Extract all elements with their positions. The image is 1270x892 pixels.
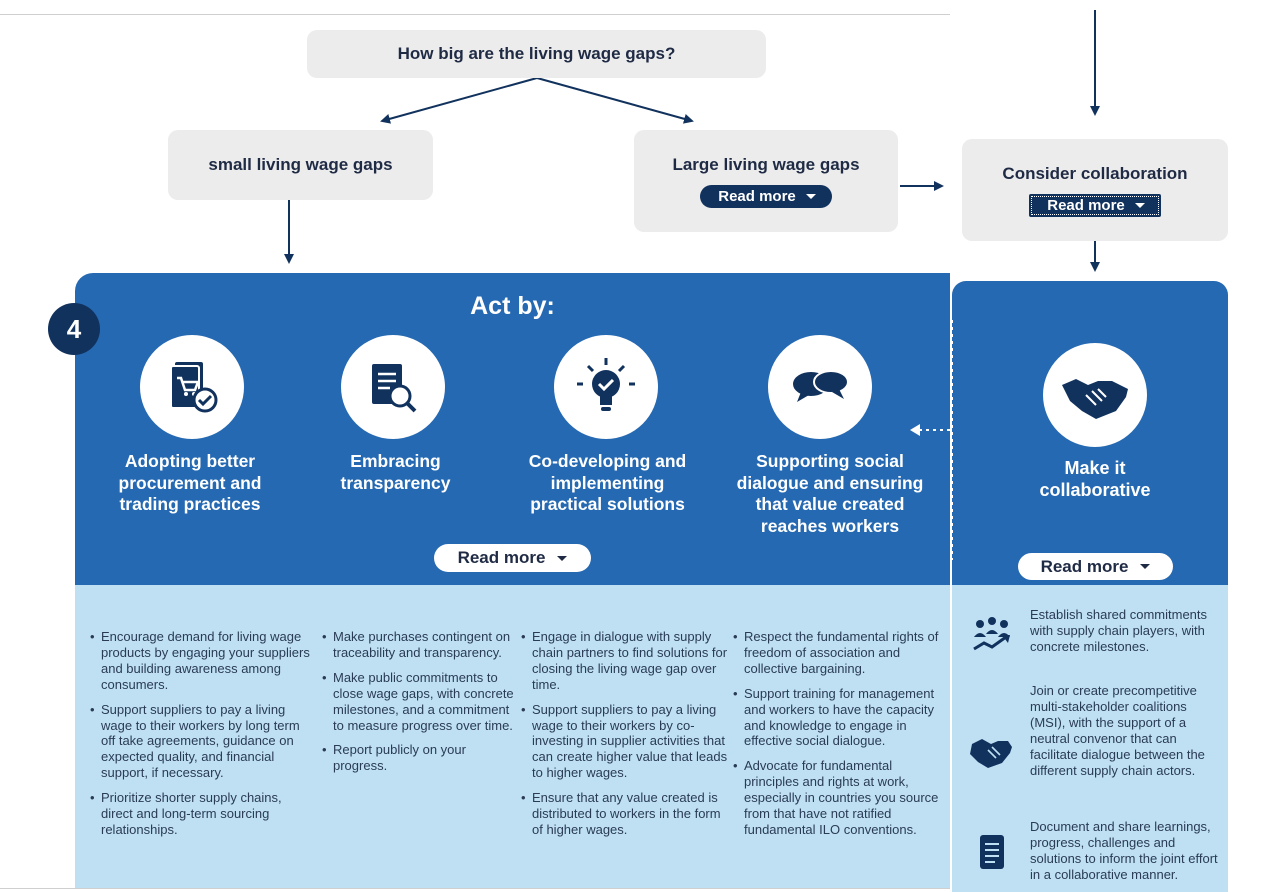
dialogue-actions-list: Respect the fundamental rights of freedo…	[732, 629, 949, 847]
list-item: Support suppliers to pay a living wage t…	[90, 702, 316, 782]
handshake-icon	[1062, 379, 1128, 419]
collaborative-icon-circle	[1043, 343, 1147, 447]
lightbulb-check-icon	[577, 358, 635, 411]
shopping-cart-document-icon	[170, 362, 218, 413]
large-gaps-label: Large living wage gaps	[672, 154, 860, 174]
speech-bubbles-icon	[793, 370, 849, 402]
read-more-label: Read more	[1040, 556, 1129, 576]
collab-link-arrow	[910, 320, 953, 560]
bottom-divider	[0, 888, 950, 889]
arrow-to-large	[536, 77, 694, 124]
col-solutions-title: Co-developing and implementing practical…	[528, 451, 687, 514]
collaboration-label: Consider collaboration	[1002, 163, 1188, 183]
top-divider	[0, 14, 950, 15]
side-item-text: Join or create precompetitive multi-stak…	[1030, 683, 1205, 778]
list-item: Support suppliers to pay a living wage t…	[521, 702, 732, 782]
question-text: How big are the living wage gaps?	[397, 44, 676, 63]
list-item: Make public commitments to close wage ga…	[322, 670, 523, 734]
list-item: Respect the fundamental rights of freedo…	[733, 629, 949, 677]
list-item: Prioritize shorter supply chains, direct…	[90, 790, 316, 838]
act-read-more-button[interactable]: Read more	[434, 544, 591, 572]
step-number: 4	[66, 313, 82, 344]
list-item: Make purchases contingent on traceabilit…	[322, 629, 523, 661]
large-gaps-read-more-button[interactable]: Read more	[700, 184, 832, 208]
collaboration-read-more-button[interactable]: Read more	[1029, 193, 1161, 217]
col-procurement-title: Adopting better procurement and trading …	[118, 451, 262, 514]
transparency-icon-circle	[341, 335, 445, 439]
small-gaps-box: small living wage gaps	[168, 130, 433, 200]
list-item: Report publicly on your progress.	[322, 742, 523, 774]
list-item: Support training for management and work…	[733, 686, 949, 750]
list-item: Ensure that any value created is distrib…	[521, 790, 732, 838]
arrow-to-small	[380, 77, 538, 124]
read-more-label: Read more	[457, 548, 546, 567]
col-transparency-title: Embracing transparency	[340, 451, 451, 493]
list-item: Engage in dialogue with supply chain par…	[521, 629, 732, 693]
question-box: How big are the living wage gaps?	[307, 30, 766, 78]
chevron-down-icon	[557, 555, 568, 561]
col-dialogue-title: Supporting social dialogue and ensuring …	[736, 451, 924, 536]
collab-read-more-button[interactable]: Read more	[1018, 553, 1173, 580]
side-item-text: Document and share learnings, progress, …	[1030, 819, 1218, 882]
act-by-title: Act by:	[470, 292, 555, 320]
list-item: Encourage demand for living wage product…	[90, 629, 316, 693]
step-number-badge: 4	[48, 303, 100, 355]
transparency-actions-list: Make purchases contingent on traceabilit…	[321, 629, 523, 783]
people-growth-icon	[973, 617, 1010, 651]
read-more-label: Read more	[718, 187, 796, 205]
read-more-label: Read more	[1047, 196, 1125, 214]
small-gaps-label: small living wage gaps	[208, 155, 393, 174]
solutions-icon-circle	[554, 335, 658, 439]
collab-panel-title: Make it collaborative	[1039, 458, 1151, 500]
procurement-actions-list: Encourage demand for living wage product…	[89, 629, 316, 847]
solutions-actions-list: Engage in dialogue with supply chain par…	[520, 629, 732, 847]
handshake-icon	[970, 739, 1012, 768]
procurement-icon-circle	[140, 335, 244, 439]
document-icon	[980, 835, 1004, 869]
list-item: Advocate for fundamental principles and …	[733, 758, 949, 838]
chevron-down-icon	[805, 193, 816, 199]
collaboration-box: Consider collaboration Read more	[962, 139, 1228, 241]
dialogue-icon-circle	[768, 335, 872, 439]
document-magnifier-icon	[372, 364, 417, 413]
side-item-text: Establish shared commitments with supply…	[1030, 607, 1208, 654]
chevron-down-icon	[1140, 564, 1151, 569]
large-gaps-box: Large living wage gaps Read more	[634, 130, 898, 232]
chevron-down-icon	[1134, 202, 1145, 208]
